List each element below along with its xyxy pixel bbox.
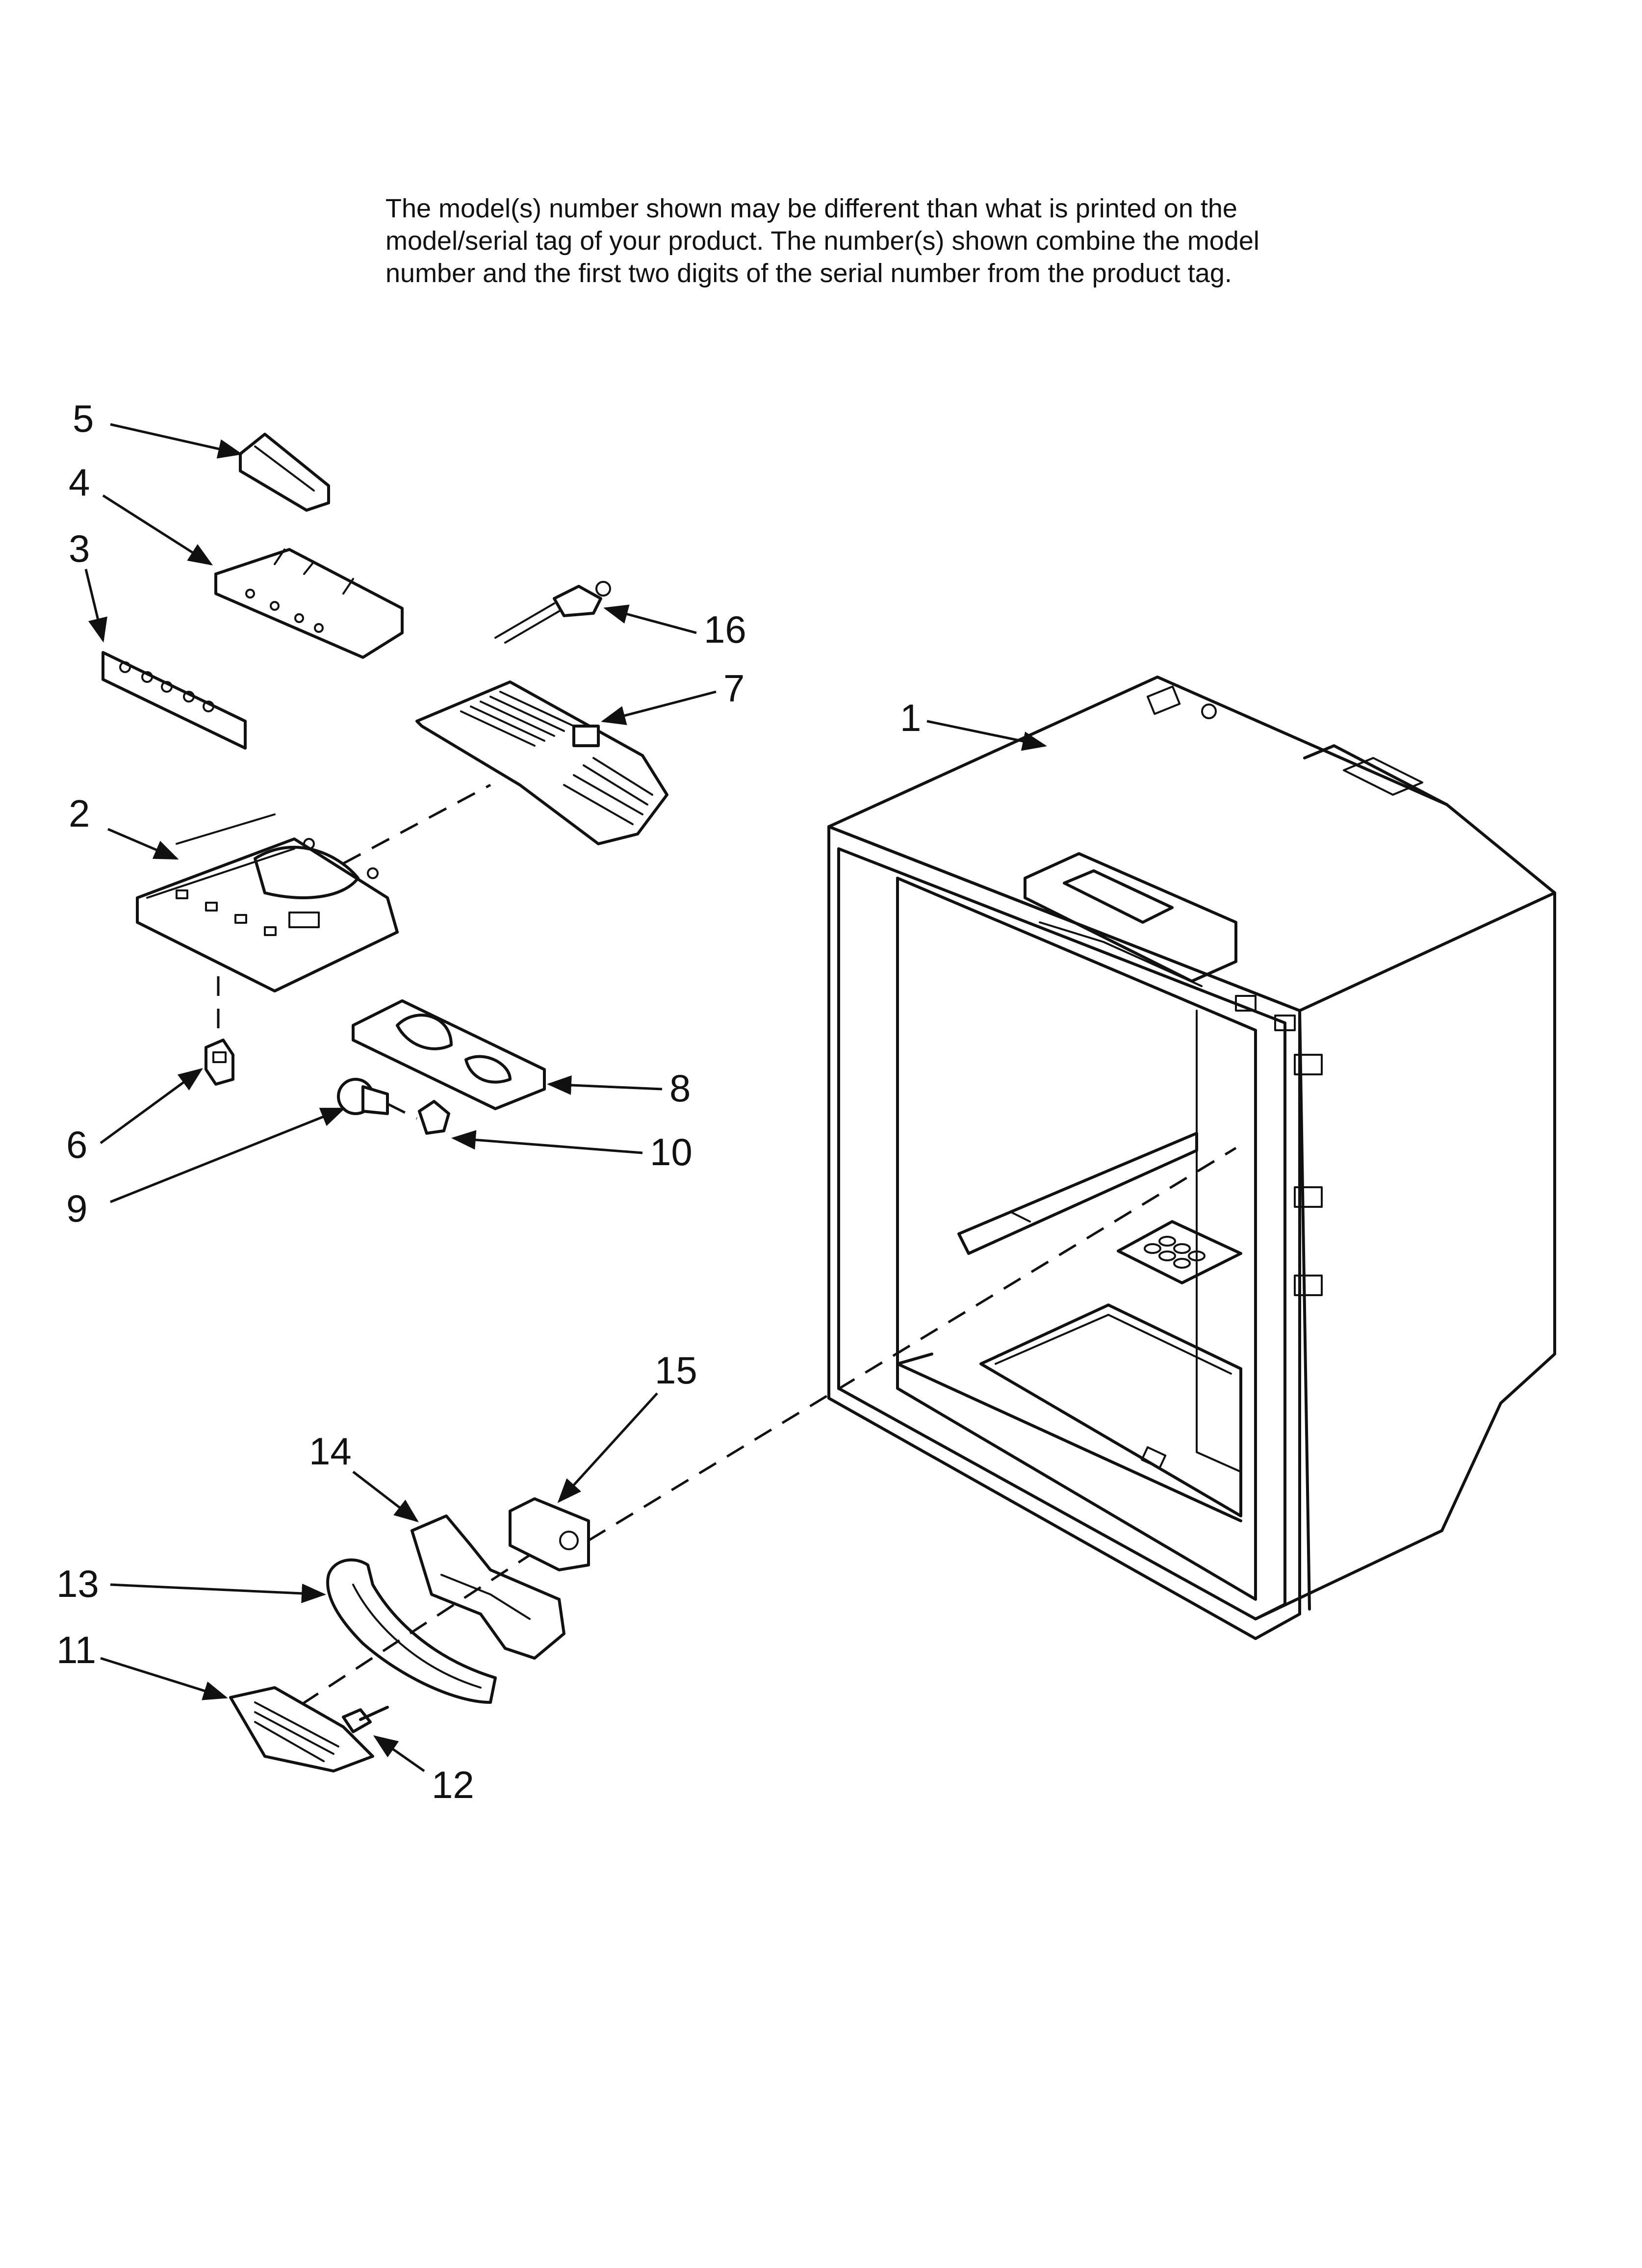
leader-lines bbox=[84, 423, 1047, 1773]
part-13-handle bbox=[326, 1558, 497, 1704]
callout-14: 14 bbox=[309, 1430, 352, 1473]
part-10-socket bbox=[418, 1100, 450, 1135]
callout-12: 12 bbox=[432, 1763, 474, 1806]
callout-2: 2 bbox=[69, 792, 90, 835]
dash-part9-part10 bbox=[386, 1102, 418, 1120]
part-11-cap bbox=[229, 1686, 374, 1773]
part-2-light-housing bbox=[136, 813, 399, 992]
part-4-control-housing bbox=[214, 548, 404, 659]
part-16-sensor bbox=[494, 581, 611, 644]
part-14-bracket bbox=[410, 1514, 565, 1660]
part-15-light-switch bbox=[509, 1497, 590, 1571]
callout-numbers: 5 4 3 2 6 9 16 7 1 8 10 15 14 13 11 12 bbox=[56, 397, 921, 1806]
note-line-1: The model(s) number shown may be differe… bbox=[385, 194, 1237, 223]
part-7-cover bbox=[415, 680, 668, 845]
part-12-screw bbox=[342, 1706, 389, 1733]
callout-7: 7 bbox=[723, 667, 744, 710]
callout-10: 10 bbox=[650, 1130, 693, 1173]
callout-9: 9 bbox=[66, 1187, 87, 1230]
callout-15: 15 bbox=[655, 1349, 697, 1392]
part-6-switch bbox=[205, 1039, 234, 1086]
rear-vent bbox=[1117, 1220, 1242, 1284]
callout-6: 6 bbox=[66, 1123, 87, 1166]
part-9-bulb bbox=[337, 1078, 389, 1115]
dash-part2-part7 bbox=[342, 783, 491, 865]
model-number-note: The model(s) number shown may be differe… bbox=[385, 192, 1464, 289]
callout-16: 16 bbox=[704, 608, 746, 651]
dash-part11-part14 bbox=[274, 1554, 531, 1723]
callout-3: 3 bbox=[69, 527, 90, 570]
part-3-decal-strip bbox=[102, 651, 247, 750]
callout-1: 1 bbox=[900, 696, 921, 739]
dash-part15-liner bbox=[588, 1147, 1237, 1542]
note-line-3: number and the first two digits of the s… bbox=[385, 259, 1232, 288]
callout-13: 13 bbox=[56, 1562, 99, 1605]
part-1-liner bbox=[827, 676, 1556, 1640]
callout-4: 4 bbox=[69, 461, 90, 504]
part-5-clip bbox=[239, 433, 330, 512]
part-8-lamp-housing bbox=[352, 999, 546, 1110]
callout-5: 5 bbox=[73, 397, 94, 440]
callout-11: 11 bbox=[56, 1628, 96, 1671]
note-line-2: model/serial tag of your product. The nu… bbox=[385, 226, 1259, 256]
callout-8: 8 bbox=[669, 1067, 691, 1110]
